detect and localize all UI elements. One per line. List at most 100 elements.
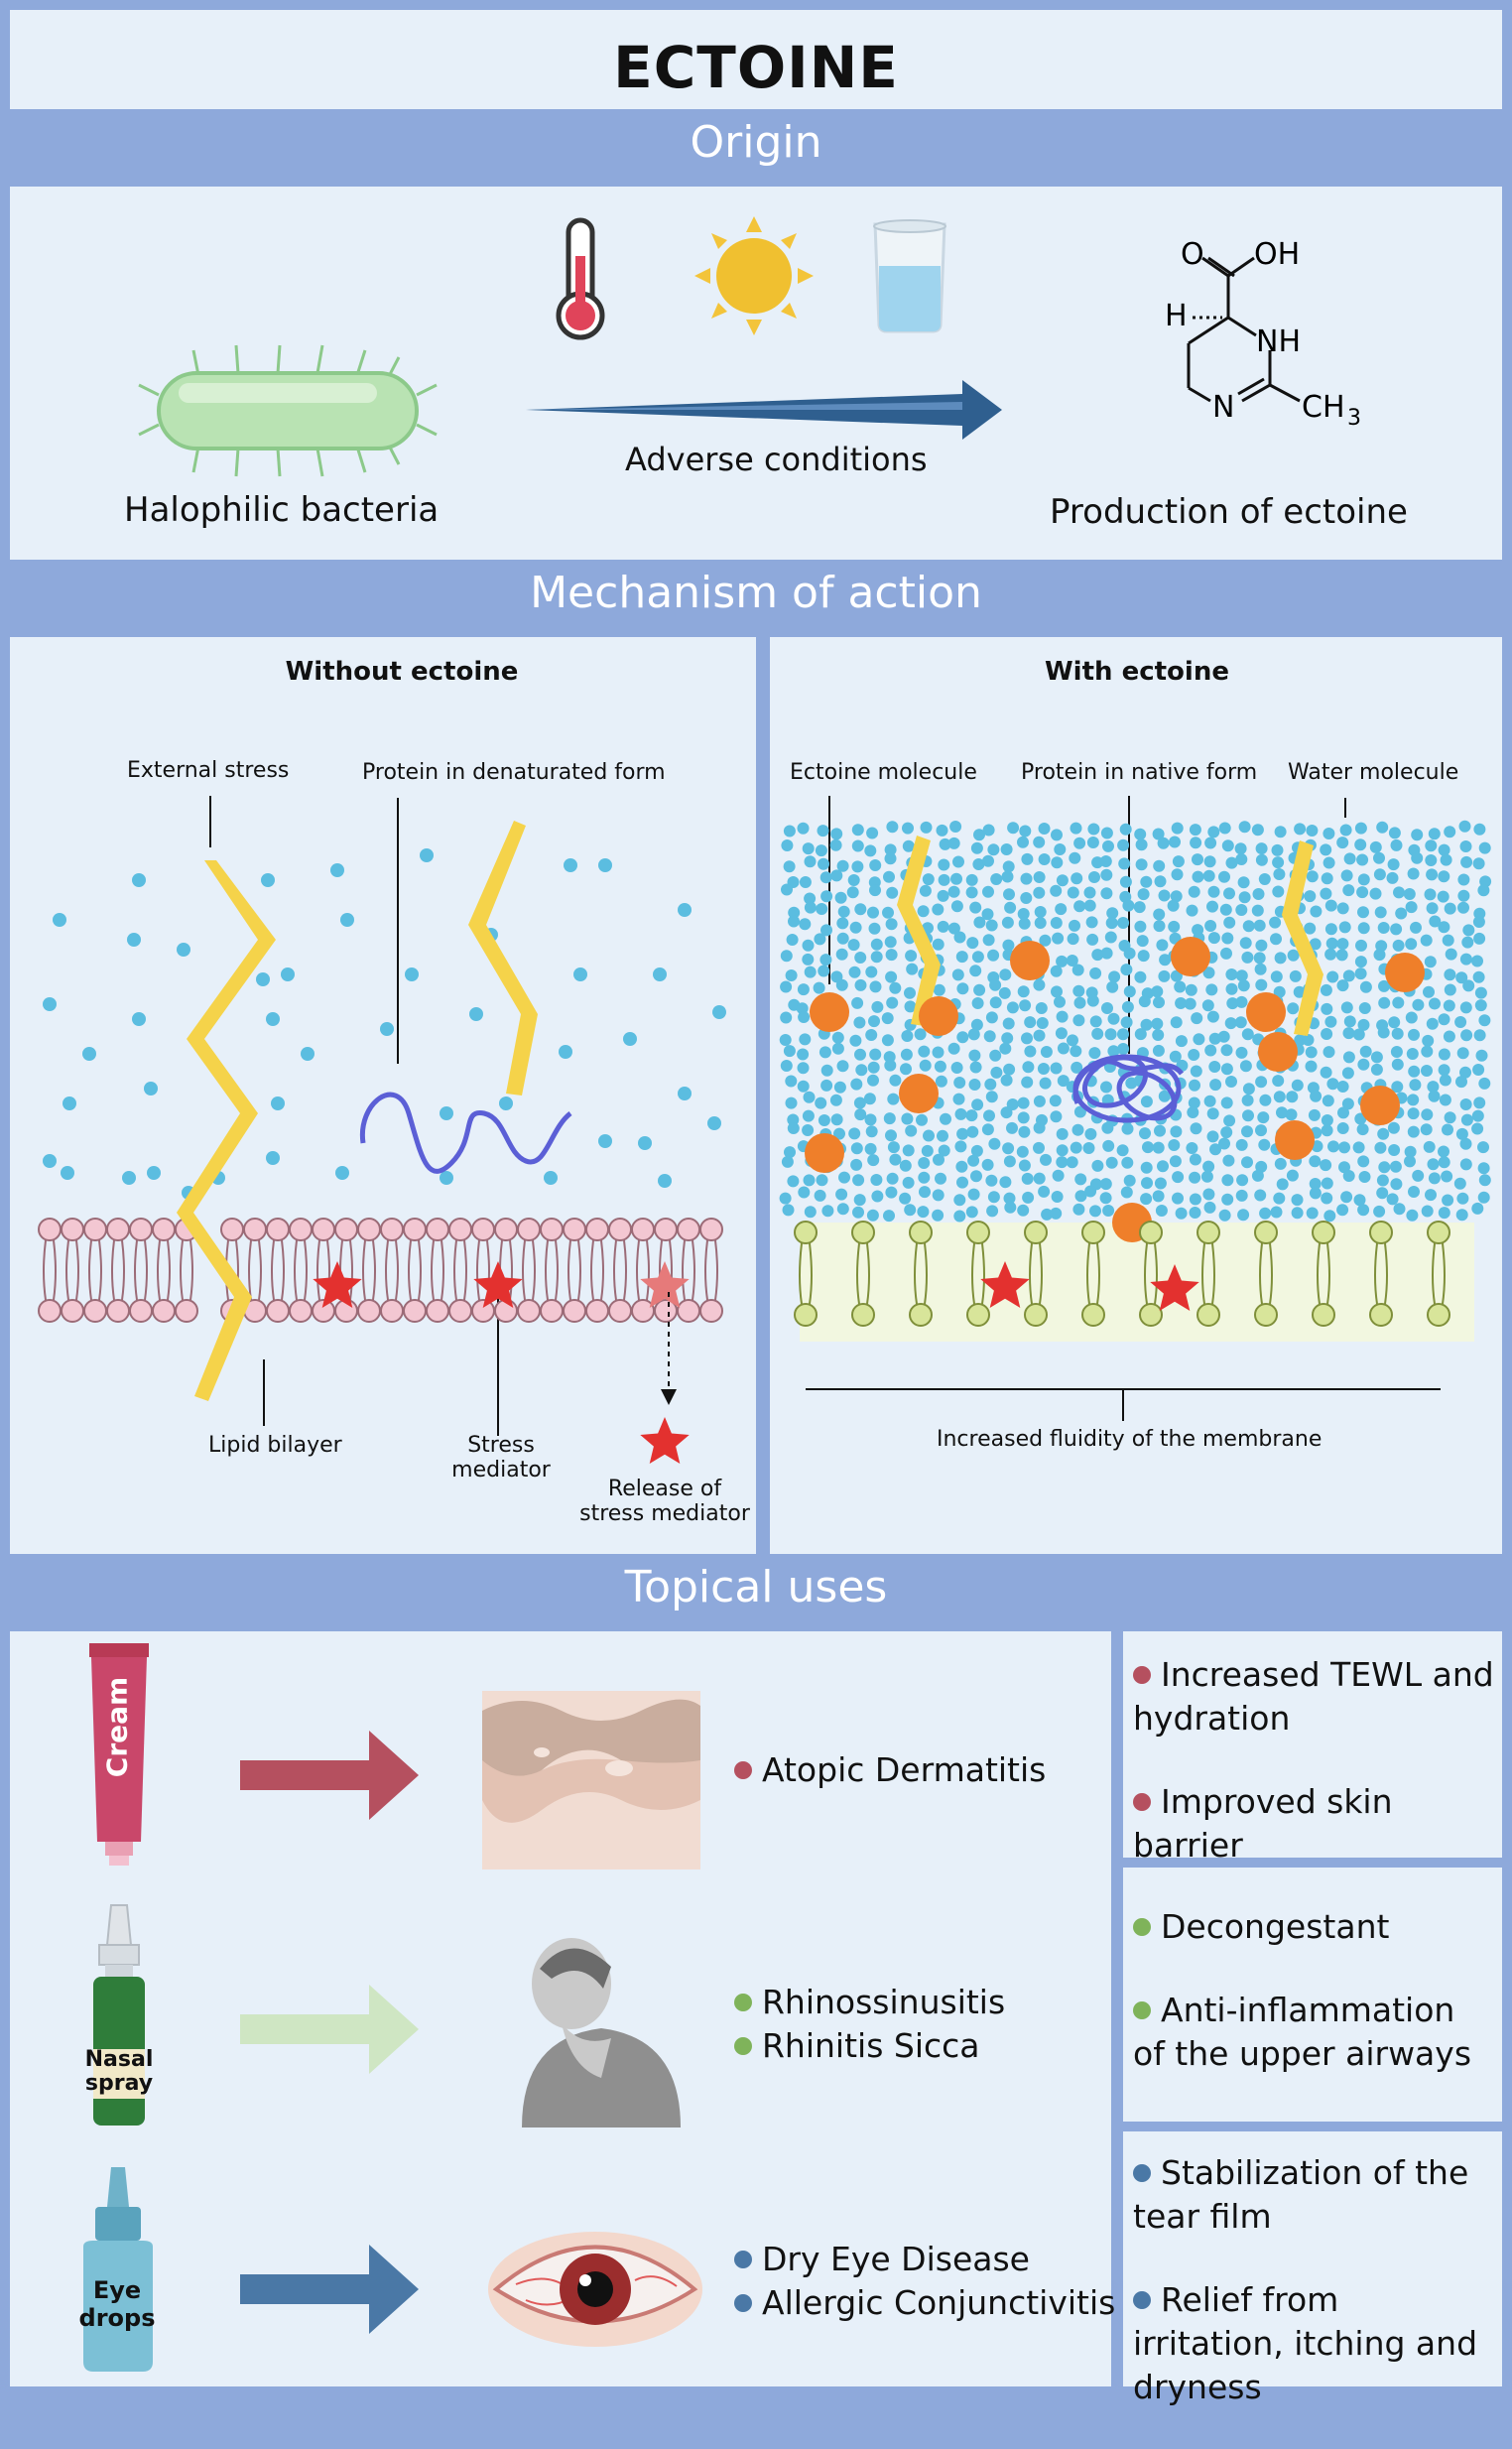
water-molecule	[1474, 999, 1487, 1012]
water-molecule	[1253, 952, 1266, 965]
water-molecule	[1438, 1048, 1450, 1061]
phospholipid	[1139, 1221, 1163, 1327]
adverse-conditions-label: Adverse conditions	[625, 441, 928, 478]
water-molecule	[1477, 1191, 1490, 1204]
water-molecule	[1050, 917, 1063, 929]
water-molecule	[813, 981, 825, 994]
water-molecule	[1238, 821, 1251, 834]
water-molecule	[1223, 1114, 1236, 1127]
water-molecule	[883, 1051, 896, 1064]
water-molecule	[1377, 1127, 1390, 1140]
water-molecule	[965, 873, 978, 886]
stress-mediator-line1: Stress	[467, 1433, 535, 1458]
water-molecule	[1116, 1144, 1129, 1157]
water-molecule	[850, 1142, 863, 1155]
water-molecule	[1421, 1045, 1434, 1058]
water-molecule	[1429, 915, 1442, 928]
water-molecule	[559, 1045, 572, 1059]
ectoine-molecule	[810, 992, 849, 1032]
water-molecule	[1359, 1045, 1372, 1058]
water-molecule	[1343, 852, 1356, 865]
water-molecule	[1235, 1046, 1248, 1059]
water-molecule	[1153, 859, 1166, 872]
water-molecule	[1272, 1075, 1285, 1088]
water-molecule	[1071, 872, 1083, 885]
water-molecule	[1018, 917, 1031, 930]
water-molecule	[867, 1061, 880, 1074]
water-molecule	[1404, 1155, 1416, 1168]
water-molecule	[982, 824, 995, 837]
origin-heading: Origin	[690, 117, 822, 168]
water-molecule	[987, 843, 1000, 856]
water-molecule	[1204, 837, 1217, 849]
water-molecule	[1088, 1047, 1101, 1060]
water-molecule	[1039, 1077, 1052, 1090]
water-molecule	[1255, 939, 1268, 952]
water-molecule	[1099, 1178, 1112, 1191]
water-molecule	[1428, 1172, 1441, 1185]
phospholipid	[129, 1218, 153, 1323]
water-molecule	[1475, 1049, 1488, 1062]
water-molecule	[1073, 1105, 1086, 1118]
water-molecule	[1204, 1044, 1217, 1057]
water-molecule	[990, 1066, 1003, 1079]
water-molecule	[1321, 872, 1333, 885]
water-molecule	[1140, 1018, 1153, 1031]
water-molecule	[1003, 1063, 1016, 1076]
water-molecule	[1100, 868, 1113, 881]
water-molecule	[799, 876, 812, 888]
water-molecule	[1190, 1065, 1202, 1078]
stress-mediator-star	[980, 1261, 1030, 1308]
water-molecule	[1038, 823, 1051, 835]
water-molecule	[1002, 939, 1015, 952]
water-molecule	[1323, 856, 1335, 869]
water-molecule	[1390, 1178, 1403, 1191]
water-molecule	[1220, 1044, 1233, 1057]
water-molecule	[864, 1142, 877, 1155]
water-molecule	[1426, 868, 1439, 881]
lightning-bolt-2	[468, 821, 538, 1096]
water-molecule	[1017, 1111, 1030, 1124]
water-molecule	[1153, 920, 1166, 933]
water-molecule	[969, 901, 982, 914]
water-molecule	[1455, 971, 1468, 984]
phospholipid	[608, 1218, 632, 1323]
water-molecule	[1157, 837, 1170, 849]
water-molecule	[678, 903, 692, 917]
water-molecule	[1152, 1190, 1165, 1203]
water-molecule	[1336, 1122, 1349, 1134]
water-molecule	[1225, 856, 1238, 869]
water-molecule	[904, 1204, 917, 1217]
water-molecule	[1454, 1016, 1467, 1028]
water-molecule	[1270, 1206, 1283, 1219]
water-molecule	[1134, 920, 1147, 933]
water-molecule	[43, 997, 57, 1011]
water-molecule	[1378, 996, 1391, 1009]
water-molecule	[1353, 1194, 1366, 1207]
water-molecule	[1024, 1045, 1037, 1058]
water-molecule	[1354, 838, 1367, 851]
water-molecule	[1422, 1034, 1435, 1047]
water-molecule	[904, 986, 916, 999]
water-molecule	[804, 966, 817, 978]
stress-mediator-star	[640, 1417, 690, 1464]
water-molecule	[1242, 1109, 1254, 1122]
water-molecule	[866, 1209, 879, 1222]
water-molecule	[819, 1046, 831, 1059]
water-molecule	[1056, 1156, 1069, 1169]
water-molecule	[1237, 876, 1250, 889]
water-molecule	[1091, 1159, 1104, 1172]
water-molecule	[1175, 997, 1188, 1009]
water-molecule	[787, 1175, 800, 1188]
water-molecule	[1016, 1145, 1029, 1158]
water-molecule	[1405, 1011, 1418, 1024]
water-molecule	[1241, 1094, 1254, 1106]
water-molecule	[1118, 857, 1131, 870]
water-molecule	[904, 1000, 917, 1013]
water-molecule	[1203, 855, 1216, 868]
water-molecule	[1220, 1096, 1233, 1109]
water-molecule	[1140, 1096, 1153, 1108]
water-molecule	[804, 892, 817, 905]
water-molecule	[965, 1206, 978, 1219]
water-molecule	[990, 873, 1003, 885]
